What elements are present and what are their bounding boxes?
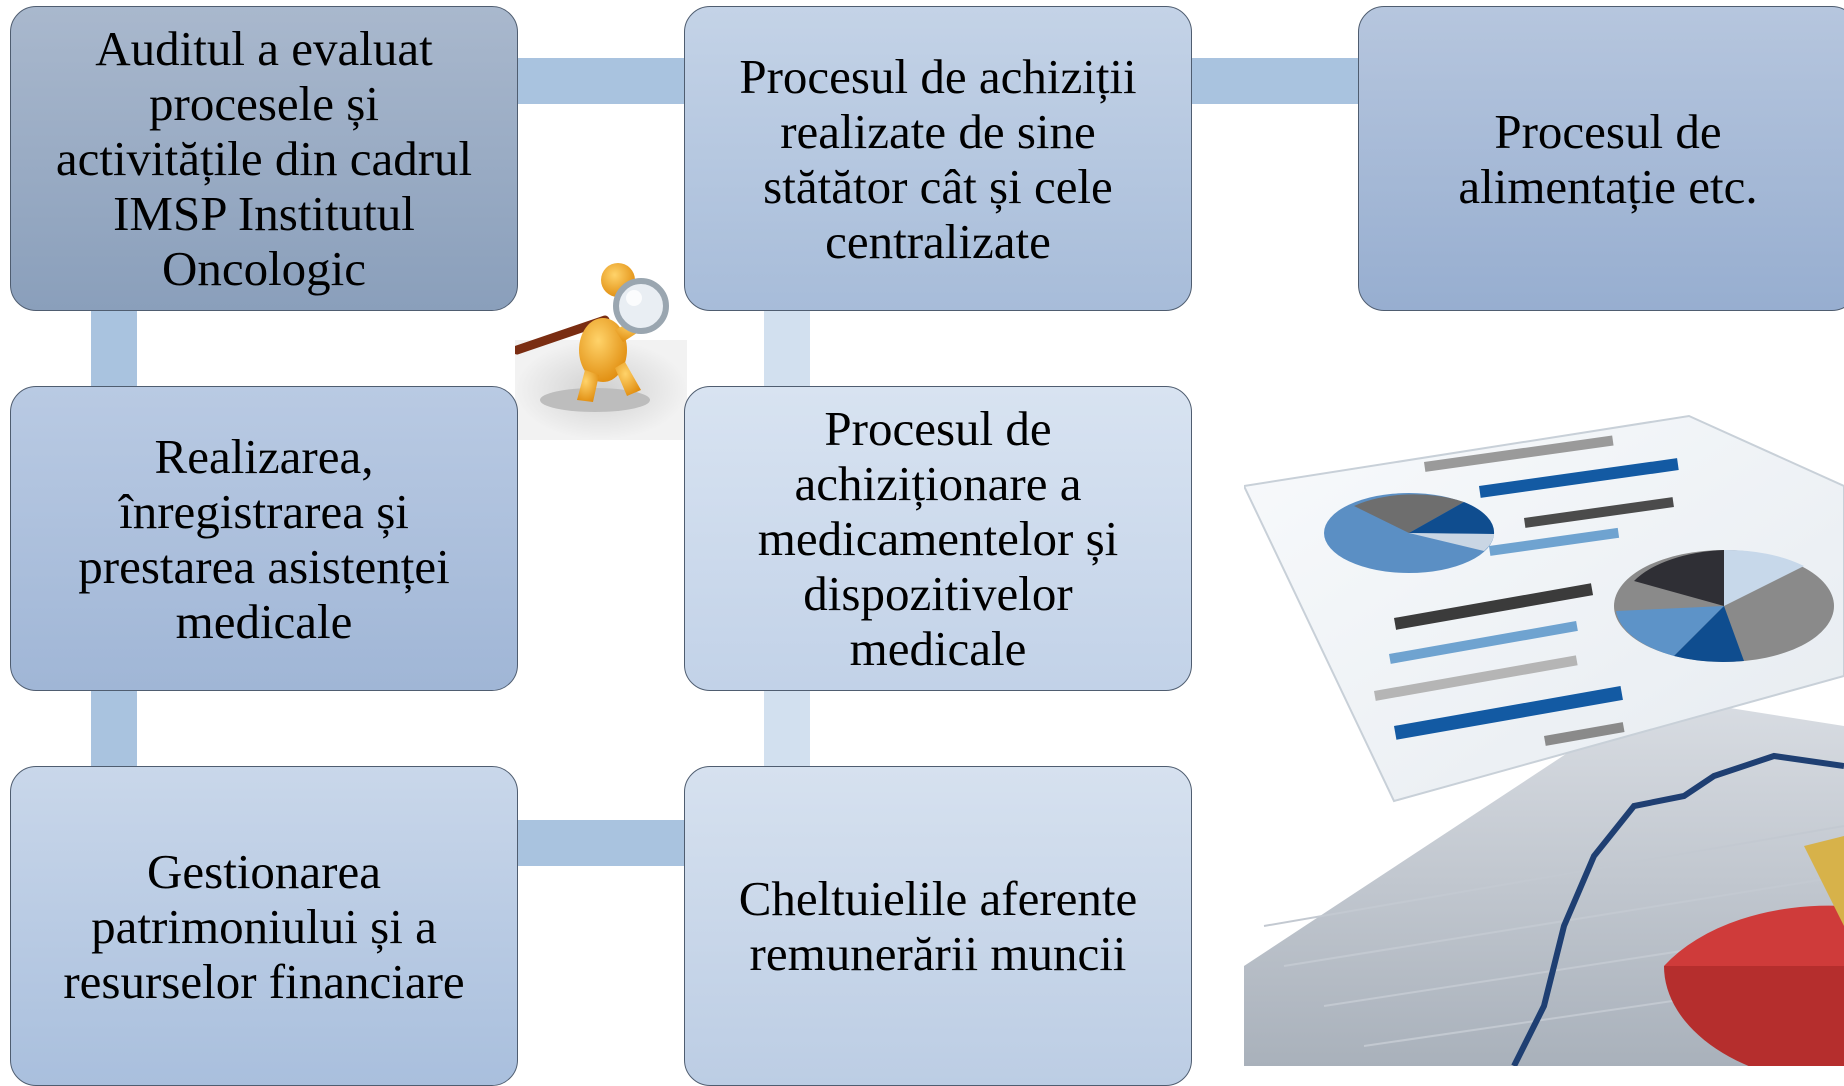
box-asistenta: Realizarea, înregistrarea și prestarea a… [10, 386, 518, 691]
connector-audit-achizitii [515, 58, 687, 104]
box-achizitii: Procesul de achiziții realizate de sine … [684, 6, 1192, 311]
connector-audit-asistenta [91, 308, 137, 390]
magnifying-glass-figure-icon [515, 263, 687, 440]
connector-achizitii-alimentatie [1188, 58, 1360, 104]
box-patrimoniu: Gestionarea patrimoniului și a resurselo… [10, 766, 518, 1086]
box-alimentatie: Procesul de alimentație etc. [1358, 6, 1844, 311]
connector-medicamente-remunerare [764, 688, 810, 770]
box-medicamente: Procesul de achiziționare a medicamentel… [684, 386, 1192, 691]
connector-achizitii-medicamente [764, 308, 810, 390]
box-audit: Auditul a evaluat procesele și activităț… [10, 6, 518, 311]
chart-reports-illustration-icon [1244, 414, 1844, 1066]
connector-asistenta-patrimoniu [91, 688, 137, 770]
connector-patrimoniu-remunerare [515, 820, 687, 866]
box-remunerare: Cheltuielile aferente remunerării muncii [684, 766, 1192, 1086]
